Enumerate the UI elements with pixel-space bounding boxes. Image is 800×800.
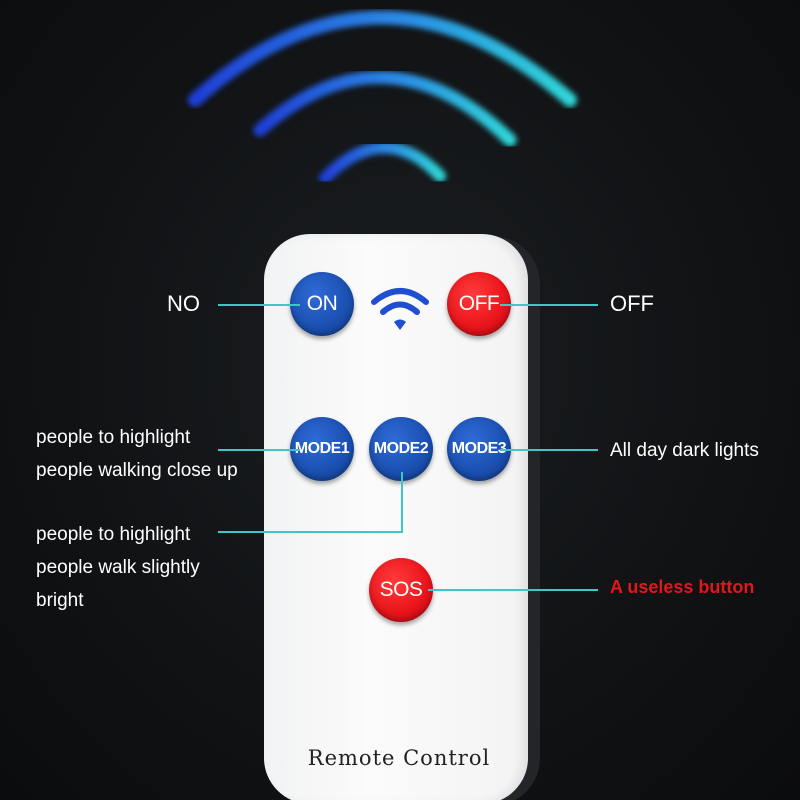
signal-waves-icon	[188, 10, 577, 184]
signal-arc-outer	[188, 10, 577, 107]
off-button[interactable]: OFF	[447, 272, 511, 336]
mode2-annotation-line2: people walk slightly	[36, 557, 200, 578]
mode1-annotation-line2: people walking close up	[36, 460, 238, 481]
mode1-annotation: people to highlight people walking close…	[36, 421, 238, 487]
remote-control-label: Remote Control	[307, 746, 491, 770]
mode2-annotation-line1: people to highlight	[36, 524, 191, 545]
signal-arc-middle	[253, 71, 517, 147]
off-annotation: OFF	[610, 291, 654, 316]
signal-arc-inner	[319, 141, 446, 184]
wifi-icon	[371, 288, 429, 330]
mode3-annotation: All day dark lights	[610, 440, 759, 461]
mode2-button[interactable]: MODE2	[369, 417, 433, 481]
mode1-annotation-line1: people to highlight	[36, 427, 191, 448]
sos-button[interactable]: SOS	[369, 558, 433, 622]
mode3-button[interactable]: MODE3	[447, 417, 511, 481]
sos-annotation: A useless button	[610, 577, 755, 597]
mode2-annotation: people to highlight people walk slightly…	[36, 518, 200, 617]
on-button[interactable]: ON	[290, 272, 354, 336]
on-annotation: NO	[167, 291, 200, 316]
mode1-button[interactable]: MODE1	[290, 417, 354, 481]
mode2-annotation-line3: bright	[36, 590, 84, 611]
